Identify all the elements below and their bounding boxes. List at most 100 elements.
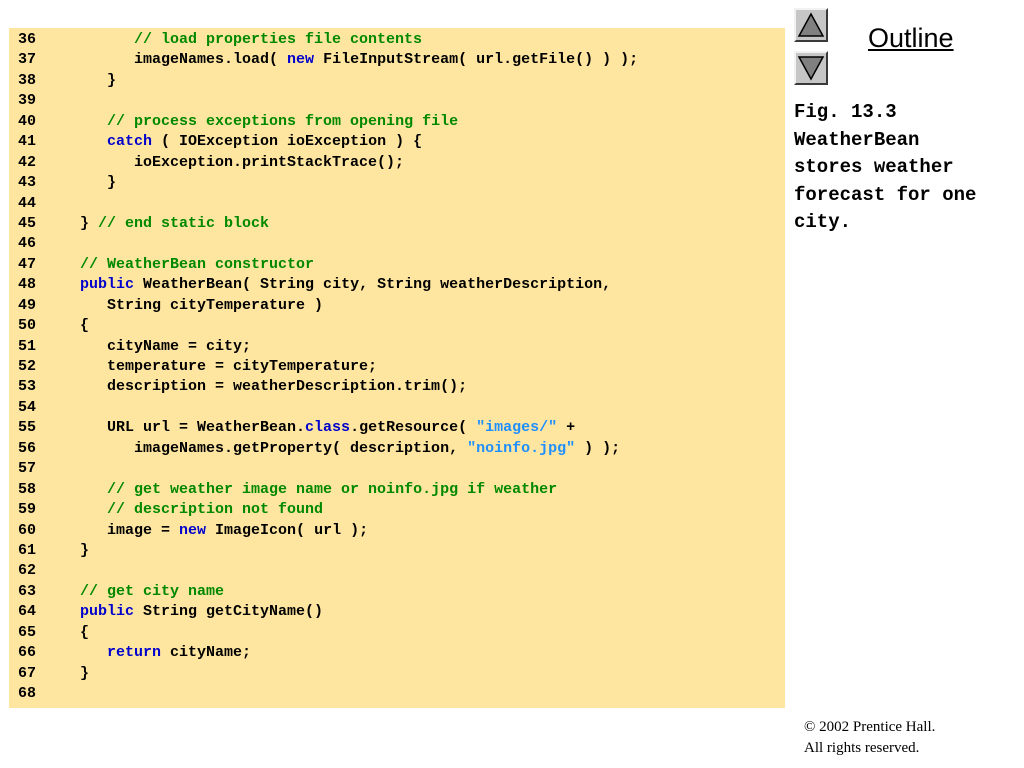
line-number: 46 — [18, 235, 37, 253]
code-token: { — [53, 623, 90, 641]
code-token — [53, 481, 107, 498]
code-token — [53, 113, 107, 130]
code-token: URL url = WeatherBean. — [53, 419, 306, 437]
figure-caption: Fig. 13.3 WeatherBean stores weather for… — [794, 99, 1022, 237]
code-text: // get weather image name or noinfo.jpg … — [53, 480, 557, 500]
line-number: 53 — [18, 378, 37, 396]
copyright-line-1: © 2002 Prentice Hall. — [804, 717, 935, 738]
next-slide-button[interactable] — [794, 51, 828, 85]
code-token: } — [53, 541, 90, 559]
code-token: String cityTemperature ) — [53, 296, 324, 314]
code-line: 63 // get city name — [9, 582, 785, 602]
keyword-token: new — [287, 51, 315, 69]
code-text: { — [53, 316, 89, 336]
code-token — [53, 644, 107, 661]
code-text: imageNames.load( new FileInputStream( ur… — [53, 50, 638, 70]
code-text: // load properties file contents — [53, 30, 422, 50]
keyword-token: public — [80, 603, 135, 621]
line-number: 58 — [18, 480, 37, 498]
caption-line: city. — [794, 211, 852, 233]
line-number: 61 — [18, 541, 37, 559]
code-line: 48 public WeatherBean( String city, Stri… — [9, 275, 785, 295]
code-line: 47 // WeatherBean constructor — [9, 255, 785, 275]
caption-line: forecast for one — [794, 183, 977, 206]
code-token: FileInputStream( url.getFile() ) ); — [314, 51, 639, 69]
line-number: 41 — [18, 133, 37, 151]
code-text: catch ( IOException ioException ) { — [53, 132, 422, 152]
line-number: 38 — [18, 71, 37, 89]
comment-token: // description not found — [107, 501, 324, 519]
previous-slide-button[interactable] — [794, 8, 828, 42]
triangle-down-icon — [797, 56, 825, 81]
code-token — [53, 133, 107, 150]
caption-line: Fig. 13.3 — [794, 101, 897, 123]
code-line: 68 — [9, 684, 785, 704]
code-line: 62 — [9, 561, 785, 581]
code-token: temperature = cityTemperature; — [53, 358, 378, 375]
line-number: 57 — [18, 460, 37, 478]
line-number: 55 — [18, 419, 37, 437]
code-line: 51 cityName = city; — [9, 337, 785, 357]
code-line: 43 } — [9, 173, 785, 193]
code-text: } — [53, 541, 89, 561]
line-number: 36 — [18, 31, 37, 48]
comment-token: // get city name — [80, 582, 225, 600]
line-number: 52 — [18, 358, 37, 375]
line-number: 51 — [18, 337, 37, 355]
copyright-notice: © 2002 Prentice Hall. All rights reserve… — [804, 717, 935, 759]
code-text: return cityName; — [53, 643, 251, 663]
line-number: 37 — [18, 51, 37, 69]
code-line: 61 } — [9, 541, 785, 561]
outline-link[interactable]: Outline — [868, 23, 954, 53]
code-text: public WeatherBean( String city, String … — [53, 275, 611, 295]
string-token: "noinfo.jpg" — [467, 439, 576, 457]
comment-token: // load properties file contents — [134, 31, 423, 48]
code-line: 39 — [9, 91, 785, 111]
code-line: 53 description = weatherDescription.trim… — [9, 377, 785, 397]
code-text: imageNames.getProperty( description, "no… — [53, 439, 620, 459]
code-text: ioException.printStackTrace(); — [53, 153, 404, 173]
code-line: 46 — [9, 234, 785, 254]
code-line: 38 } — [9, 71, 785, 91]
comment-token: // get weather image name or noinfo.jpg … — [107, 480, 558, 498]
code-line: 58 // get weather image name or noinfo.j… — [9, 480, 785, 500]
comment-token: // WeatherBean constructor — [80, 255, 315, 273]
copyright-text: 2002 Prentice Hall. — [815, 719, 936, 735]
line-number: 59 — [18, 501, 37, 519]
code-text: { — [53, 623, 89, 643]
code-line: 41 catch ( IOException ioException ) { — [9, 132, 785, 152]
line-number: 60 — [18, 521, 37, 539]
code-token — [53, 256, 80, 273]
code-line: 40 // process exceptions from opening fi… — [9, 112, 785, 132]
code-token: } — [53, 174, 117, 192]
code-token: imageNames.load( — [53, 51, 288, 69]
code-text: temperature = cityTemperature; — [53, 357, 377, 377]
caption-line: WeatherBean — [794, 128, 920, 151]
code-token: imageNames.getProperty( description, — [53, 439, 468, 457]
line-number: 64 — [18, 603, 37, 621]
line-number: 63 — [18, 582, 37, 600]
code-token: description = weatherDescription.trim(); — [53, 378, 468, 396]
code-text: } — [53, 71, 116, 91]
code-line: 45 } // end static block — [9, 214, 785, 234]
line-number: 43 — [18, 174, 37, 192]
line-number: 49 — [18, 296, 37, 314]
keyword-token: public — [80, 276, 135, 294]
code-line: 52 temperature = cityTemperature; — [9, 357, 785, 377]
code-line: 55 URL url = WeatherBean.class.getResour… — [9, 418, 785, 438]
code-text: // process exceptions from opening file — [53, 112, 458, 132]
code-text: description = weatherDescription.trim(); — [53, 377, 467, 397]
code-text: image = new ImageIcon( url ); — [53, 521, 368, 541]
code-text: // WeatherBean constructor — [53, 255, 314, 275]
line-number: 42 — [18, 153, 37, 171]
line-number: 68 — [18, 685, 37, 702]
comment-token: // end static block — [98, 214, 270, 232]
code-token — [53, 276, 80, 293]
code-token: ( IOException ioException ) { — [152, 133, 423, 151]
code-token — [53, 583, 80, 600]
code-token: } — [53, 214, 99, 232]
caption-line: stores weather — [794, 156, 954, 178]
code-text: // get city name — [53, 582, 224, 602]
line-number: 67 — [18, 664, 37, 682]
copyright-symbol: © — [804, 719, 816, 735]
